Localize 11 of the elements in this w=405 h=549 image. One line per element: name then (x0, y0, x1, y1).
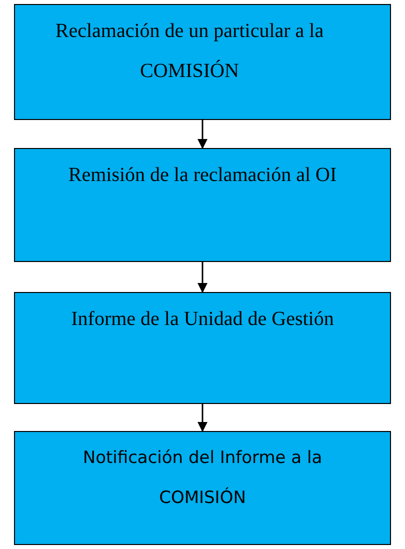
process-box (14, 148, 391, 262)
box-text: Remisión de la reclamación al OI (68, 163, 337, 188)
box-text: Notificación del Informe a la COMISIÓN (82, 447, 324, 510)
process-box (14, 431, 391, 545)
box-text: Reclamación de un particular a la COMISIÓN (54, 19, 325, 84)
arrow (198, 404, 208, 432)
process-box (14, 4, 391, 120)
arrow (198, 262, 208, 293)
process-box (14, 292, 391, 404)
box-text: Informe de la Unidad de Gestión (71, 307, 334, 332)
arrow (198, 120, 208, 149)
